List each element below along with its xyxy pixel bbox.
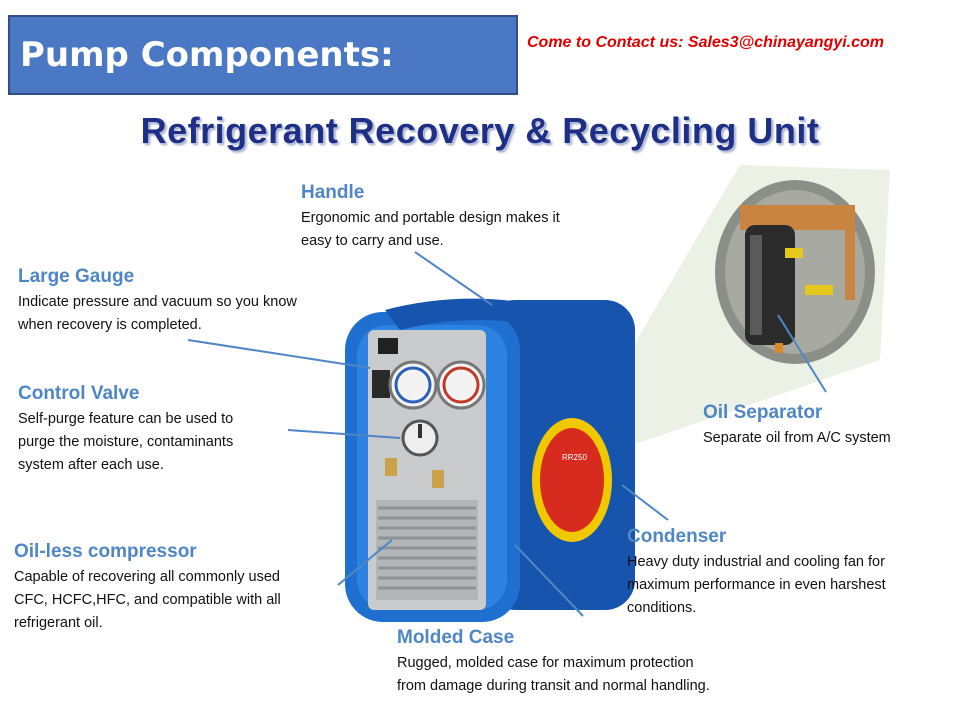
callout-line: Indicate pressure and vacuum so you know <box>18 294 297 310</box>
callout-title: Handle <box>301 182 365 203</box>
callout-oil-less-compressor: Oil-less compressor Capable of recoverin… <box>14 541 281 635</box>
vent-grille <box>376 500 478 600</box>
callout-line: maximum performance in even harshest <box>627 577 886 593</box>
callout-title: Control Valve <box>18 383 140 404</box>
callout-line: conditions. <box>627 600 697 616</box>
callout-handle: Handle Ergonomic and portable design mak… <box>301 182 560 253</box>
contact-email[interactable]: Come to Contact us: Sales3@chinayangyi.c… <box>527 34 885 51</box>
callout-line: CFC, HCFC,HFC, and compatible with all <box>14 592 281 608</box>
leader-oil-separator <box>777 314 827 393</box>
leader-handle <box>414 251 493 306</box>
recovery-unit: RR250 <box>345 298 635 622</box>
leader-molded-case <box>514 544 584 617</box>
right-port <box>432 470 444 488</box>
leader-condenser <box>621 484 669 521</box>
callout-title: Condenser <box>627 526 727 547</box>
callout-line: from damage during transit and normal ha… <box>397 678 710 694</box>
callout-line: Capable of recovering all commonly used <box>14 569 280 585</box>
callout-line: system after each use. <box>18 457 164 473</box>
callout-line: easy to carry and use. <box>301 233 444 249</box>
callout-line: Rugged, molded case for maximum protecti… <box>397 655 694 671</box>
page-title: Pump Components: <box>20 35 394 75</box>
header-banner: Pump Components: <box>8 15 518 95</box>
callout-title: Large Gauge <box>18 266 135 287</box>
callout-line: Self-purge feature can be used to <box>18 411 234 427</box>
callout-line: refrigerant oil. <box>14 615 103 631</box>
leader-valve <box>287 429 401 439</box>
callout-title: Molded Case <box>397 627 515 648</box>
callout-molded-case: Molded Case Rugged, molded case for maxi… <box>397 627 710 698</box>
callout-line: when recovery is completed. <box>18 317 202 333</box>
left-port <box>385 458 397 476</box>
callout-oil-separator: Oil Separator Separate oil from A/C syst… <box>703 402 891 450</box>
callout-large-gauge: Large Gauge Indicate pressure and vacuum… <box>18 266 297 337</box>
callout-line: Heavy duty industrial and cooling fan fo… <box>627 554 885 570</box>
callout-line: Ergonomic and portable design makes it <box>301 210 560 226</box>
callout-line: purge the moisture, contaminants <box>18 434 234 450</box>
leader-compressor <box>337 539 393 586</box>
leader-lines <box>187 251 827 617</box>
unit-model-label: RR250 <box>562 453 587 462</box>
callout-line: Separate oil from A/C system <box>703 430 891 446</box>
callout-condenser: Condenser Heavy duty industrial and cool… <box>627 526 886 620</box>
callout-title: Oil-less compressor <box>14 541 197 562</box>
oil-separator-photo <box>715 180 875 364</box>
product-subtitle: Refrigerant Recovery & Recycling Unit <box>140 110 820 151</box>
leader-gauge <box>187 339 371 369</box>
callout-control-valve: Control Valve Self-purge feature can be … <box>18 383 233 477</box>
callout-title: Oil Separator <box>703 402 823 423</box>
